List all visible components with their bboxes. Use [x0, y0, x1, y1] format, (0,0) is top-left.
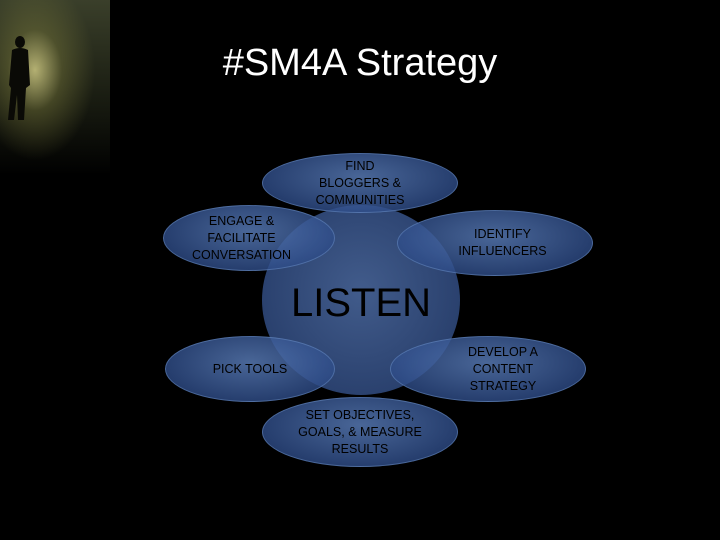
slide-title: #SM4A Strategy: [0, 42, 720, 85]
node-label-set-objectives: SET OBJECTIVES, GOALS, & MEASURE RESULTS: [293, 407, 427, 458]
node-label-engage-facilitate: ENGAGE & FACILITATE CONVERSATION: [192, 213, 291, 264]
node-set-objectives: SET OBJECTIVES, GOALS, & MEASURE RESULTS: [262, 397, 458, 467]
node-find-bloggers: FIND BLOGGERS & COMMUNITIES: [262, 153, 458, 213]
center-label: LISTEN: [291, 281, 431, 326]
node-label-find-bloggers: FIND BLOGGERS & COMMUNITIES: [316, 158, 405, 209]
node-develop-content-strategy: DEVELOP A CONTENT STRATEGY: [390, 336, 586, 402]
node-label-develop-content-strategy: DEVELOP A CONTENT STRATEGY: [461, 344, 545, 395]
node-label-identify-influencers: IDENTIFY INFLUENCERS: [458, 226, 546, 260]
node-identify-influencers: IDENTIFY INFLUENCERS: [397, 210, 593, 276]
background-photo-walking-man: [0, 0, 110, 175]
node-engage-facilitate: ENGAGE & FACILITATE CONVERSATION: [163, 205, 335, 271]
node-label-pick-tools: PICK TOOLS: [213, 361, 288, 378]
node-pick-tools: PICK TOOLS: [165, 336, 335, 402]
